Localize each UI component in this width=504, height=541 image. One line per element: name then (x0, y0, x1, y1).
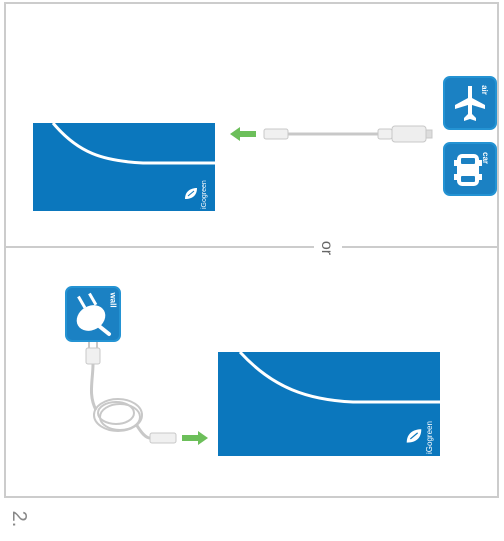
auto-air-adapter-cable (264, 126, 432, 142)
arrow-left-icon (230, 127, 256, 141)
step-number: 2. (7, 508, 31, 530)
wall-adapter-cable (86, 342, 176, 443)
arrow-right-icon (182, 431, 208, 445)
